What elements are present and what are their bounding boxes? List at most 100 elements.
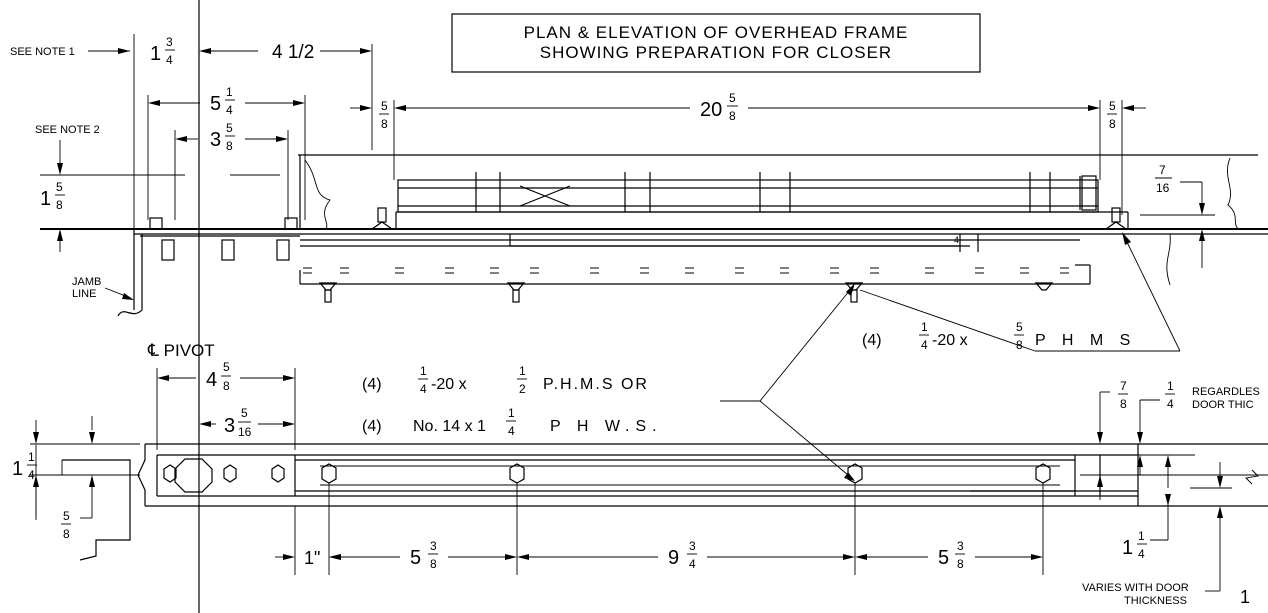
svg-text:16: 16 xyxy=(238,425,252,439)
dim-7-16: 7 16 xyxy=(1140,163,1215,268)
callout-phms-5-8: (4) 1 4 -20 x 5 8 P H M S xyxy=(859,232,1181,352)
dim-7-8: 7 8 xyxy=(1080,379,1268,500)
svg-text:No. 14 x 1: No. 14 x 1 xyxy=(413,418,486,435)
svg-text:8: 8 xyxy=(226,139,233,153)
svg-text:-20 x: -20 x xyxy=(932,332,968,349)
svg-text:5: 5 xyxy=(381,99,388,113)
svg-text:4: 4 xyxy=(226,103,233,117)
svg-text:8: 8 xyxy=(430,557,437,571)
svg-text:4 1/2: 4 1/2 xyxy=(272,42,314,63)
svg-text:2: 2 xyxy=(519,382,526,396)
svg-text:-20 x: -20 x xyxy=(431,376,467,393)
svg-text:8: 8 xyxy=(1120,397,1127,411)
svg-text:1: 1 xyxy=(420,364,427,378)
svg-text:P H W.S.: P H W.S. xyxy=(550,418,663,435)
svg-text:REGARDLES: REGARDLES xyxy=(1192,386,1260,398)
svg-text:4: 4 xyxy=(1138,547,1145,561)
dim-4-1-2: 4 1/2 xyxy=(272,42,373,150)
svg-text:5: 5 xyxy=(223,360,230,374)
svg-text:1": 1" xyxy=(304,548,320,568)
svg-text:8: 8 xyxy=(63,527,70,541)
dim-4-5-8: 4 5 8 xyxy=(156,360,296,450)
dim-5-8-lower: 5 8 xyxy=(61,509,71,541)
svg-text:9: 9 xyxy=(668,547,679,569)
svg-text:1: 1 xyxy=(1138,529,1145,543)
dash-marks xyxy=(303,267,1069,274)
svg-text:4: 4 xyxy=(206,369,217,391)
upper-screws xyxy=(318,282,1054,303)
svg-text:20: 20 xyxy=(700,99,722,121)
title-line-1: PLAN & ELEVATION OF OVERHEAD FRAME xyxy=(524,23,909,42)
dim-1-1-4-right: 1 1 4 xyxy=(1122,455,1171,561)
svg-text:LINE: LINE xyxy=(72,288,96,300)
svg-text:7: 7 xyxy=(1120,379,1127,393)
svg-text:3: 3 xyxy=(689,539,696,553)
svg-text:3: 3 xyxy=(166,35,173,49)
svg-text:THICKNESS: THICKNESS xyxy=(1124,595,1187,607)
svg-text:1: 1 xyxy=(150,43,161,65)
svg-text:(4): (4) xyxy=(362,418,382,435)
dim-5-1-4: 5 1 4 xyxy=(147,85,306,220)
svg-text:3: 3 xyxy=(430,539,437,553)
svg-text:(4): (4) xyxy=(362,376,382,393)
svg-text:3: 3 xyxy=(957,539,964,553)
svg-text:8: 8 xyxy=(1016,338,1023,352)
see-note-1-label: SEE NOTE 1 xyxy=(10,46,75,58)
callout-phws: (4) No. 14 x 1 1 4 P H W.S. xyxy=(362,283,855,481)
dim-5-8-right: 5 8 xyxy=(1107,99,1146,215)
svg-text:16: 16 xyxy=(1156,181,1170,195)
svg-text:P H M S: P H M S xyxy=(1035,332,1136,349)
dim-1-3-4: 1 3 4 xyxy=(150,35,258,67)
svg-text:4: 4 xyxy=(28,468,35,482)
jamb-line-callout: JAMB LINE xyxy=(72,276,134,300)
dim-5-8-left: 5 8 xyxy=(350,99,395,180)
svg-text:8: 8 xyxy=(957,557,964,571)
title-line-2: SHOWING PREPARATION FOR CLOSER xyxy=(540,43,892,62)
pivot-holes xyxy=(163,458,285,493)
svg-text:5: 5 xyxy=(56,180,63,194)
svg-text:8: 8 xyxy=(56,198,63,212)
svg-text:1: 1 xyxy=(226,85,233,99)
svg-text:4: 4 xyxy=(420,382,427,396)
svg-text:5: 5 xyxy=(729,91,736,105)
sheet-number: 1 xyxy=(1240,587,1250,607)
svg-text:8: 8 xyxy=(729,109,736,123)
svg-text:4: 4 xyxy=(954,235,959,245)
svg-text:5: 5 xyxy=(410,547,421,569)
svg-text:4: 4 xyxy=(508,424,515,438)
frame-elevation-view xyxy=(137,443,1268,507)
svg-text:8: 8 xyxy=(381,117,388,131)
svg-text:P.H.M.S OR: P.H.M.S OR xyxy=(543,376,649,393)
frame-plan-view: 4 xyxy=(40,154,1268,317)
svg-text:5: 5 xyxy=(226,121,233,135)
pivot-label: ℄ PIVOT xyxy=(147,341,215,360)
svg-text:1: 1 xyxy=(28,450,35,464)
dim-3-5-8: 3 5 8 xyxy=(174,121,289,220)
pivot-bracket-plan xyxy=(140,217,300,261)
svg-text:1: 1 xyxy=(1167,379,1174,393)
svg-text:3: 3 xyxy=(224,415,235,437)
dim-5-3-8-a: 5 3 8 xyxy=(329,539,517,571)
svg-text:1: 1 xyxy=(921,320,928,334)
svg-text:1: 1 xyxy=(40,188,51,210)
closer-holes xyxy=(321,463,1051,484)
bottom-dimension-chain: 1" xyxy=(275,483,1044,575)
svg-text:5: 5 xyxy=(63,509,70,523)
callout-phms-1-2: (4) 1 4 -20 x 1 2 P.H.M.S OR xyxy=(362,364,649,396)
note-1-callout: SEE NOTE 1 xyxy=(10,34,135,300)
dim-1-4-regardless: 1 4 REGARDLES DOOR THIC xyxy=(1130,379,1260,475)
dim-1-5-8: 1 5 8 xyxy=(40,180,65,252)
svg-text:1: 1 xyxy=(1122,537,1133,559)
svg-text:DOOR THIC: DOOR THIC xyxy=(1192,399,1254,411)
dim-5-3-8-b: 5 3 8 xyxy=(855,539,1043,571)
pivot-label-group: ℄ PIVOT xyxy=(147,341,215,360)
svg-text:5: 5 xyxy=(241,406,248,420)
svg-text:5: 5 xyxy=(1016,320,1023,334)
see-note-2-label: SEE NOTE 2 xyxy=(35,124,100,136)
svg-text:4: 4 xyxy=(166,53,173,67)
title-block: PLAN & ELEVATION OF OVERHEAD FRAME SHOWI… xyxy=(451,13,981,73)
svg-text:5: 5 xyxy=(1109,99,1116,113)
svg-text:4: 4 xyxy=(921,338,928,352)
svg-text:7: 7 xyxy=(1159,163,1166,177)
svg-text:1: 1 xyxy=(12,458,23,480)
